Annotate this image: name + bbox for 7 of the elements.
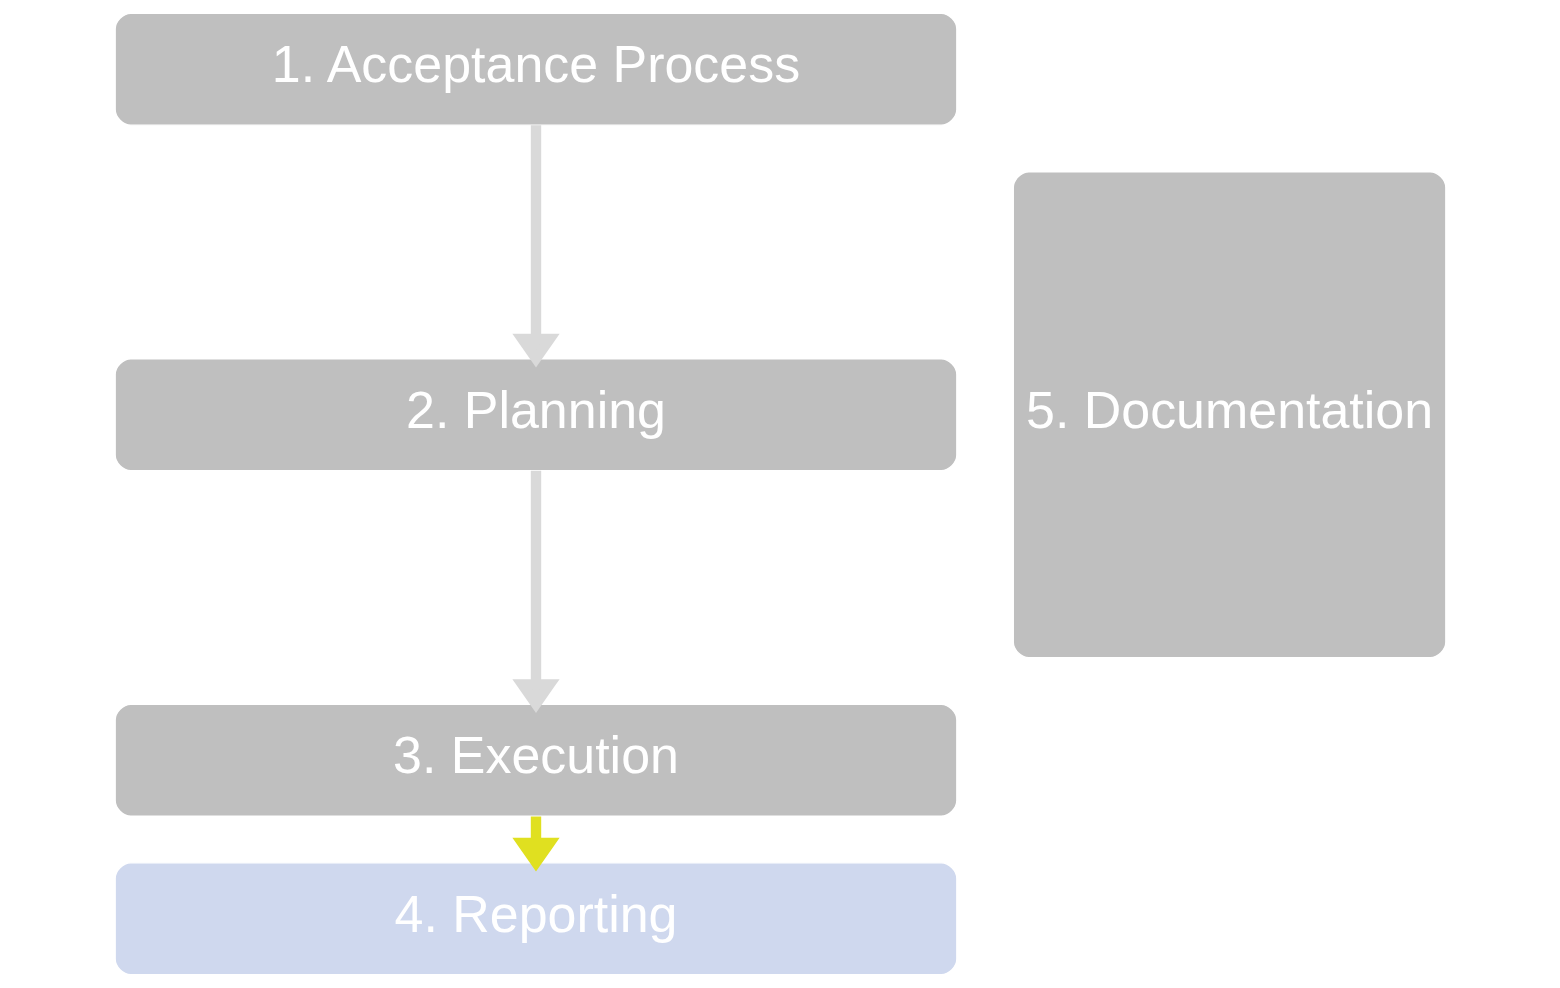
- arrow: [511, 470, 560, 713]
- arrow: [511, 816, 560, 872]
- node-box: 3. Execution: [114, 703, 957, 817]
- node-box: 2. Planning: [114, 358, 957, 472]
- node-box: 1. Acceptance Process: [114, 12, 957, 126]
- arrow: [511, 125, 560, 368]
- node-box: 5. Documentation: [1012, 171, 1446, 659]
